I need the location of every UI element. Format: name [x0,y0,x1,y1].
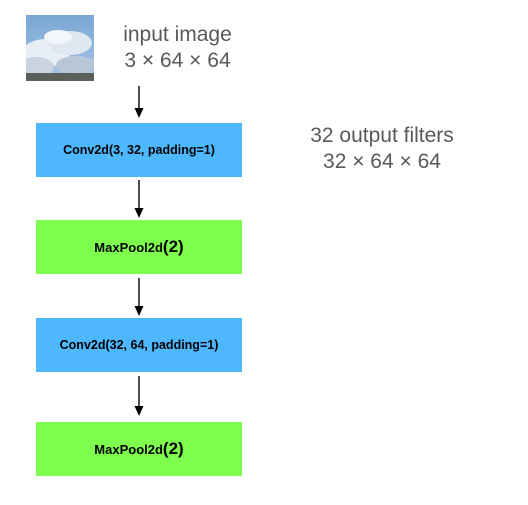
arrow-down-icon [133,278,145,316]
maxpool2d-layer-2-label: MaxPool2d [94,441,163,457]
conv2d-layer-1: Conv2d(3, 32, padding=1) [36,123,242,177]
input-caption: input image 3 × 64 × 64 [100,22,255,74]
output-caption-shape: 32 × 64 × 64 [323,150,441,173]
input-caption-shape: 3 × 64 × 64 [124,49,231,72]
maxpool2d-layer-2-arg: (2) [162,439,184,458]
maxpool2d-layer-1: MaxPool2d(2) [36,220,242,274]
input-image-thumbnail [26,15,94,81]
maxpool2d-layer-1-arg: (2) [162,237,184,256]
arrow-down-icon [133,376,145,416]
input-caption-title: input image [123,23,232,46]
conv2d-layer-2-label: Conv2d(32, 64, padding=1) [59,338,219,352]
maxpool2d-layer-1-label: MaxPool2d [94,239,163,255]
arrow-down-icon [133,86,145,118]
conv2d-layer-1-label: Conv2d(3, 32, padding=1) [63,143,215,157]
conv2d-layer-2: Conv2d(32, 64, padding=1) [36,318,242,372]
arrow-down-icon [133,180,145,218]
maxpool2d-layer-2: MaxPool2d(2) [36,422,242,476]
output-caption-title: 32 output filters [310,124,454,147]
output-filters-caption: 32 output filters 32 × 64 × 64 [272,123,492,175]
sky-image [26,15,94,81]
